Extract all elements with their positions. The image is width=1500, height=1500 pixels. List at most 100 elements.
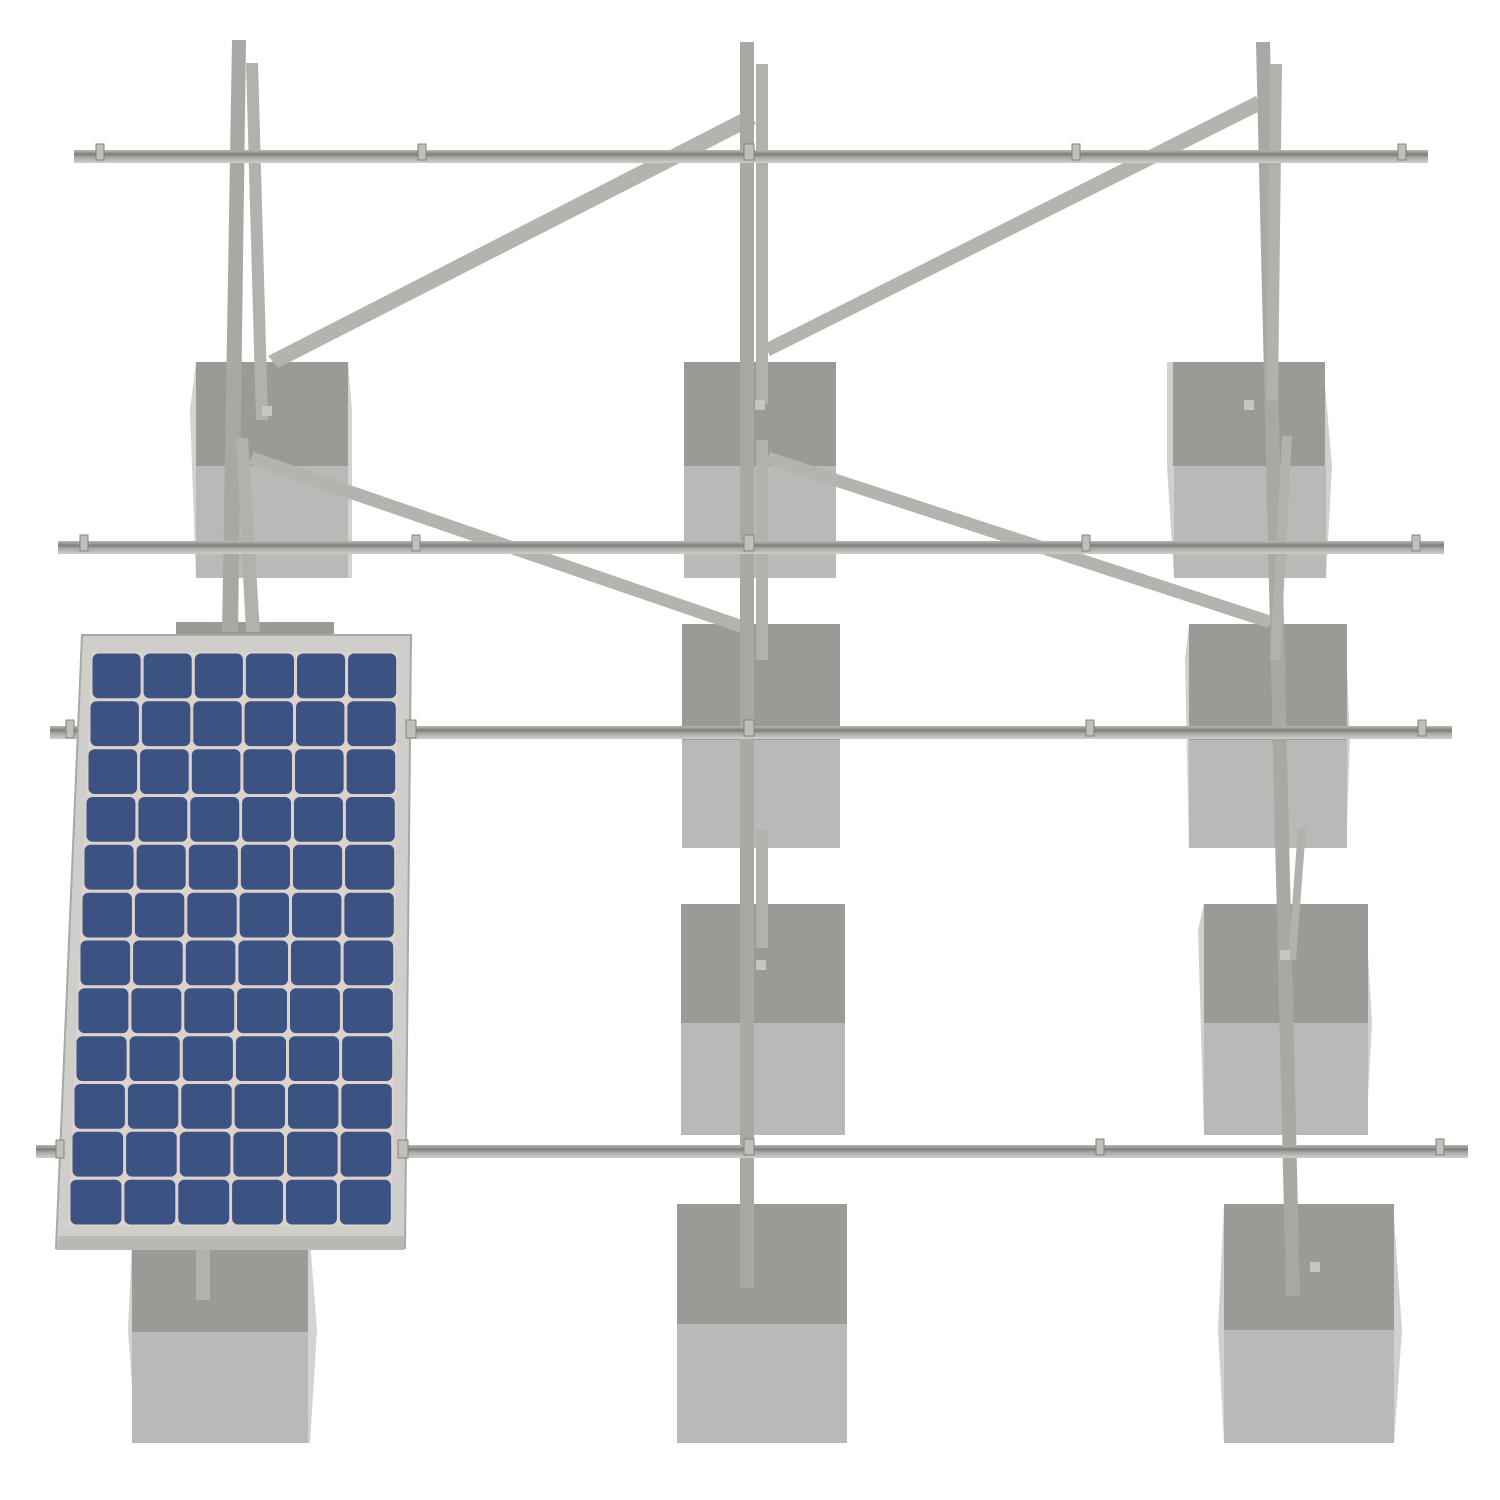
solar-cell: [344, 892, 394, 938]
solar-cell: [74, 1084, 125, 1129]
solar-cell: [233, 1131, 284, 1177]
solar-cell: [127, 1084, 179, 1129]
solar-cell: [237, 988, 287, 1034]
clamp: [417, 143, 427, 161]
solar-cell: [239, 892, 289, 938]
solar-cell: [234, 1084, 285, 1129]
solar-cell: [345, 844, 395, 890]
solar-cell: [244, 701, 293, 747]
brace-middle-upper: [764, 96, 1262, 356]
solar-cell: [342, 1036, 393, 1081]
solar-cell: [70, 1179, 122, 1225]
clamp: [1071, 143, 1081, 161]
solar-cell: [84, 844, 134, 890]
solar-cell: [194, 653, 243, 699]
post-middle: [740, 42, 754, 1262]
solar-cell: [238, 940, 288, 986]
solar-cell: [184, 988, 235, 1034]
solar-cell: [245, 653, 294, 699]
solar-cell: [179, 1131, 231, 1177]
solar-cell: [341, 1084, 392, 1129]
solar-cell: [346, 749, 396, 794]
clamp: [1095, 1138, 1105, 1156]
bracket: [1244, 400, 1254, 410]
solar-cell: [141, 701, 191, 747]
post-left-lower: [236, 438, 260, 632]
solar-cell: [86, 797, 136, 842]
clamp: [1085, 719, 1095, 737]
bracket: [1310, 1262, 1320, 1272]
solar-cell: [342, 988, 393, 1034]
solar-cell: [140, 749, 189, 794]
clamp: [743, 1138, 755, 1156]
clamp: [1081, 534, 1091, 552]
solar-cell: [242, 797, 291, 842]
ballast-block: [128, 1240, 317, 1443]
solar-cell: [240, 844, 290, 890]
clamp: [79, 534, 89, 552]
solar-cell: [181, 1084, 232, 1129]
panel-clamp: [55, 1139, 65, 1159]
solar-cell: [292, 892, 342, 938]
solar-cell: [193, 701, 242, 747]
solar-cell: [138, 797, 188, 842]
solar-cell: [294, 797, 343, 842]
solar-cell: [289, 1036, 340, 1081]
solar-cell: [133, 940, 183, 986]
rail-clamps: [79, 143, 1445, 1156]
ballast-block: [677, 1204, 847, 1443]
panel-support-bracket: [196, 1248, 210, 1300]
solar-cell: [78, 988, 129, 1034]
ballast-block: [1218, 1204, 1402, 1443]
solar-cell: [293, 844, 343, 890]
solar-cell: [136, 844, 186, 890]
solar-cell: [185, 940, 236, 986]
panel-clamp: [405, 719, 417, 739]
solar-cell: [80, 940, 131, 986]
clamp: [1397, 143, 1407, 161]
panel-clamp: [397, 1139, 409, 1159]
solar-cell: [134, 892, 185, 938]
solar-cell: [92, 653, 141, 699]
clamp: [743, 143, 755, 161]
solar-cell: [340, 1131, 392, 1177]
panel-cells: [68, 652, 398, 1226]
solar-cell: [297, 653, 346, 699]
bracket: [755, 400, 765, 410]
solar-cell: [82, 892, 132, 938]
bracket: [756, 960, 766, 970]
clamp: [1411, 534, 1421, 552]
panel-clamp: [65, 719, 75, 739]
bracket: [262, 406, 272, 416]
post-middle-rear: [756, 64, 768, 404]
solar-cell: [131, 988, 182, 1034]
solar-cell: [287, 1131, 338, 1177]
solar-cell: [347, 701, 396, 747]
solar-cell: [190, 797, 240, 842]
bracket: [1280, 950, 1290, 960]
solar-cell: [126, 1131, 177, 1177]
solar-cell: [188, 844, 238, 890]
brace-left-upper: [268, 110, 756, 368]
solar-cell: [232, 1179, 283, 1225]
solar-cell: [339, 1179, 391, 1225]
ballast-block: [1167, 362, 1332, 578]
solar-cell: [76, 1036, 127, 1081]
brace-middle-lower: [766, 452, 1272, 628]
solar-cell: [143, 653, 192, 699]
solar-cell: [348, 653, 397, 699]
solar-cell: [243, 749, 292, 794]
clamp: [1435, 1138, 1445, 1156]
solar-cell: [187, 892, 237, 938]
solar-cell: [178, 1179, 230, 1225]
solar-cell: [291, 940, 341, 986]
clamp: [743, 534, 755, 552]
solar-cell: [129, 1036, 180, 1081]
solar-cell: [288, 1084, 339, 1129]
clamp: [411, 534, 421, 552]
solar-cell: [124, 1179, 176, 1225]
solar-cell: [296, 701, 345, 747]
clamp: [1417, 719, 1427, 737]
